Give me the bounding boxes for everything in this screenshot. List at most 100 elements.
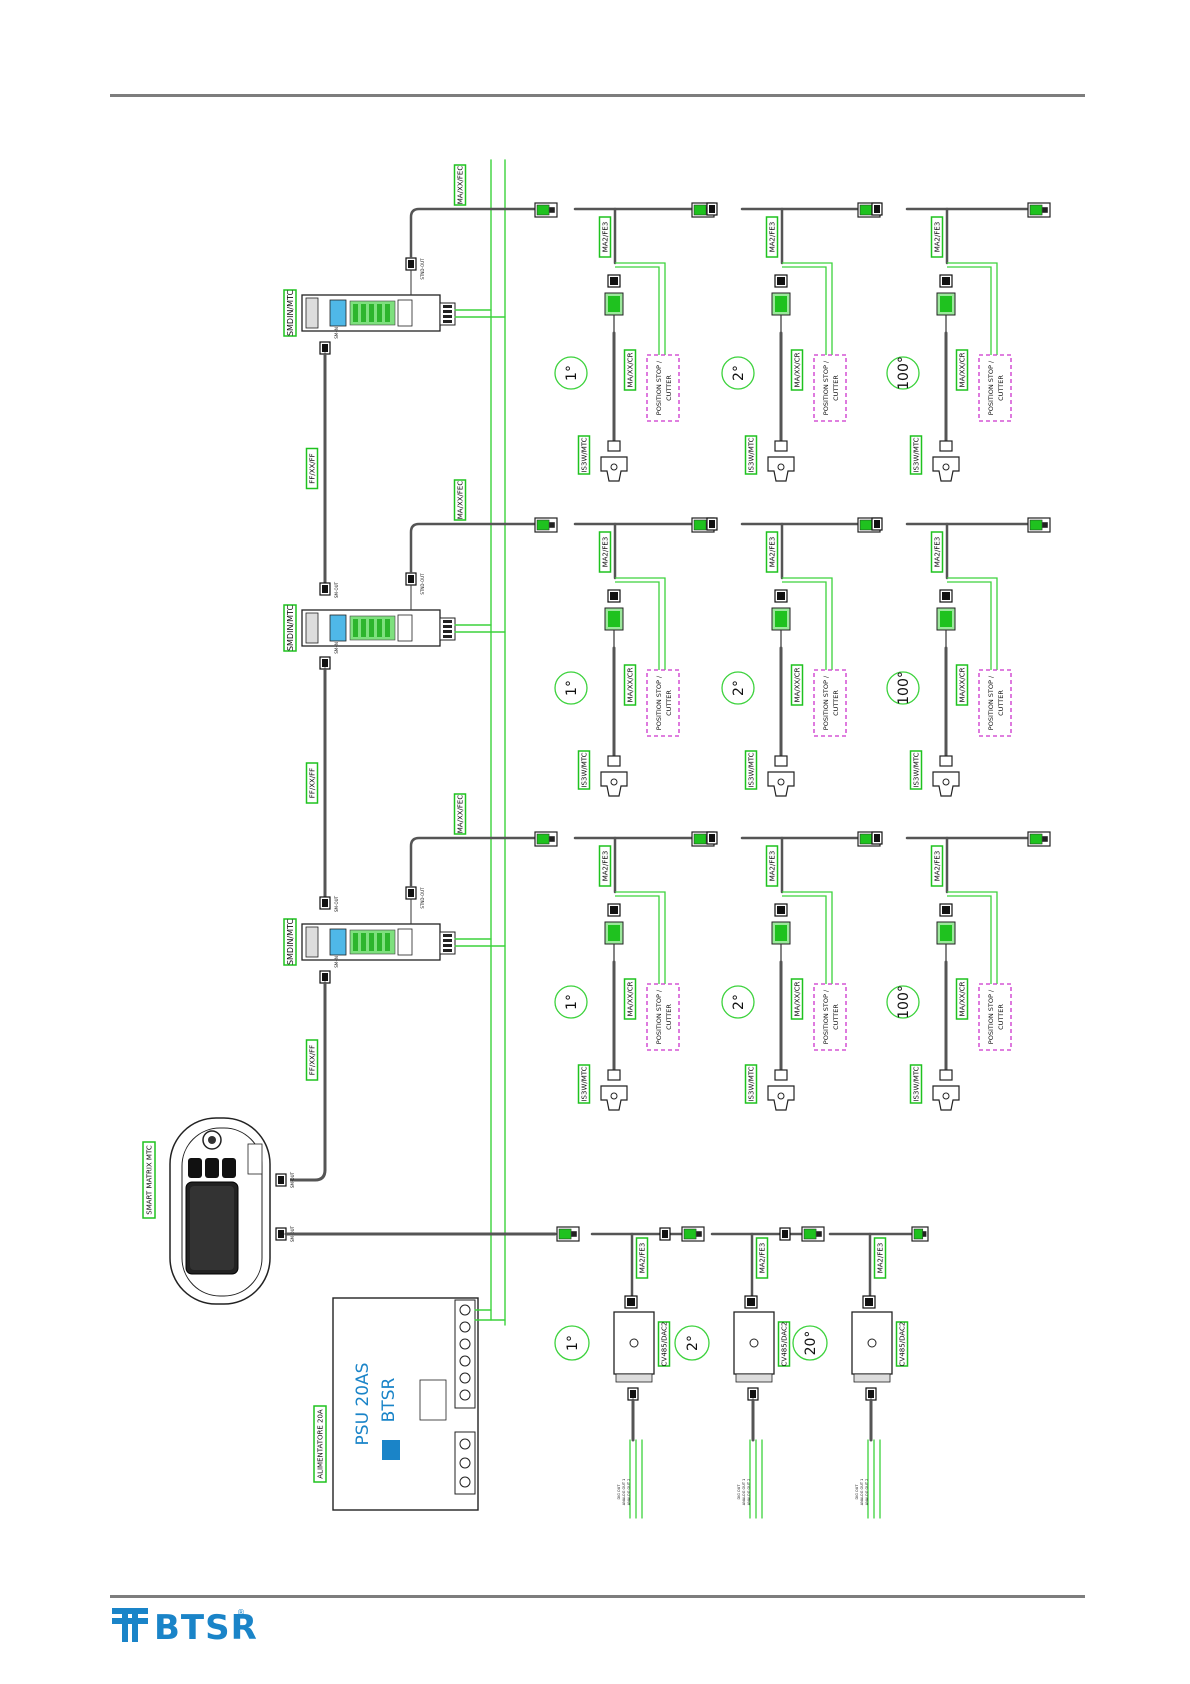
feeder-number-text: 2° — [731, 680, 747, 696]
stnd-out-connector — [405, 886, 417, 900]
feeder-number: 100° — [886, 671, 920, 705]
smart-matrix-screen-glass — [190, 1186, 234, 1270]
signal-wire — [615, 895, 660, 984]
smart-matrix-label-frame — [142, 1141, 156, 1219]
device-connector — [607, 274, 621, 288]
block-core — [775, 611, 787, 627]
bc-core — [777, 592, 785, 600]
smart-matrix-key — [188, 1158, 202, 1178]
bc-core — [868, 1390, 874, 1398]
connector-green — [536, 833, 550, 845]
bc-core — [942, 906, 950, 914]
footer-brand-text: BTSR — [154, 1608, 258, 1644]
cv485-screw — [867, 1338, 877, 1348]
position-stop-text-1: POSITION STOP / — [655, 989, 663, 1044]
dac-end-connector — [911, 1226, 929, 1242]
connector-pin — [571, 1231, 577, 1237]
position-stop-text-2: CUTTER — [832, 375, 840, 401]
macr-label-frame — [955, 664, 969, 706]
smdin-led — [353, 304, 358, 322]
bc-core — [627, 1298, 635, 1306]
btsr-logo-mark — [112, 1608, 148, 1642]
position-stop-text-1: POSITION STOP / — [655, 675, 663, 730]
position-stop-box: POSITION STOP /CUTTER — [646, 983, 680, 1051]
smdin-led — [361, 619, 366, 637]
connector-green — [536, 519, 550, 531]
smdin-end — [305, 612, 319, 644]
ma2-label: MA2/FE3 — [930, 216, 944, 258]
terminal-pin — [443, 310, 452, 313]
connector-pin — [922, 1231, 927, 1237]
smdin-led — [369, 619, 374, 637]
position-stop-box: POSITION STOP /CUTTER — [978, 669, 1012, 737]
position-stop-text-1: POSITION STOP / — [822, 675, 830, 730]
bc-core — [630, 1390, 636, 1398]
position-stop-text-2: CUTTER — [665, 1004, 673, 1030]
bc-core — [322, 973, 328, 981]
cv485-label-frame — [895, 1321, 909, 1367]
is3w-label-frame — [909, 435, 923, 475]
signal-wire — [782, 266, 827, 355]
trunk-black-connector — [871, 831, 883, 845]
smdin-led — [353, 619, 358, 637]
ma2-label: MA2/FE3 — [598, 216, 612, 258]
psu-logo-mark — [382, 1440, 400, 1460]
device-block — [936, 607, 956, 631]
ma2-label-text: MA2/FE3 — [601, 537, 609, 568]
smart-matrix-dial-center — [208, 1136, 216, 1144]
macr-label-frame — [790, 349, 804, 391]
sm-out-top-connector — [275, 1173, 287, 1187]
bc-core — [777, 906, 785, 914]
position-stop-text-2: CUTTER — [665, 690, 673, 716]
is3w-hole — [942, 1092, 950, 1100]
macr-label: MA/XX/CR — [955, 664, 969, 706]
connector-green — [859, 833, 873, 845]
ff-label: FF/XX/FF — [305, 447, 319, 490]
sm-in-label: SM-IN — [334, 956, 339, 968]
smdin-led — [385, 304, 390, 322]
dac-black-connector — [779, 1227, 791, 1241]
bc-core — [942, 277, 950, 285]
is3w-label: IS3W/MTC — [909, 435, 923, 475]
macr-label: MA/XX/CR — [955, 978, 969, 1020]
device-block — [771, 292, 791, 316]
ff-label-frame — [305, 447, 319, 490]
dac-number-ring — [792, 1325, 828, 1361]
signal-wire — [615, 891, 666, 984]
smdin-terminal — [439, 931, 456, 955]
smdin-keys — [397, 299, 413, 327]
ma-fec-label-text: MA/XX/FEC — [456, 795, 464, 834]
btsr-footer-logo: BTSR ® — [112, 1608, 258, 1644]
device-block — [604, 921, 624, 945]
smdin-label: SMDIN/MTC — [283, 918, 297, 966]
dac-bottom-connector — [865, 1387, 877, 1401]
feeder-number: 1° — [554, 985, 588, 1019]
is3w-label-text: IS3W/MTC — [580, 752, 588, 787]
is3w-label-text: IS3W/MTC — [912, 1066, 920, 1101]
feeder-number: 100° — [886, 356, 920, 390]
device-block — [771, 607, 791, 631]
signal-wire — [947, 891, 998, 984]
is3w-hole — [610, 778, 618, 786]
smart-matrix-key — [222, 1158, 236, 1178]
dig-out-label: DIG OUT — [737, 1484, 741, 1500]
bus-lines — [490, 159, 506, 1326]
is3w-label: IS3W/MTC — [909, 1064, 923, 1104]
is3w-hole — [777, 463, 785, 471]
stnd-out-label: STND-OUT — [420, 573, 425, 595]
stnd-out-connector — [405, 257, 417, 271]
analog-out-2-label: ANALOG OUT 2 — [865, 1479, 869, 1506]
signal-wire — [615, 262, 666, 355]
smdin-led — [377, 933, 382, 951]
cv485-terminal — [853, 1373, 891, 1383]
ma2-label-text: MA2/FE3 — [601, 222, 609, 253]
terminal-pin — [443, 620, 452, 623]
signal-wire — [782, 577, 833, 670]
dac-bottom-connector — [747, 1387, 759, 1401]
block-core — [608, 925, 620, 941]
